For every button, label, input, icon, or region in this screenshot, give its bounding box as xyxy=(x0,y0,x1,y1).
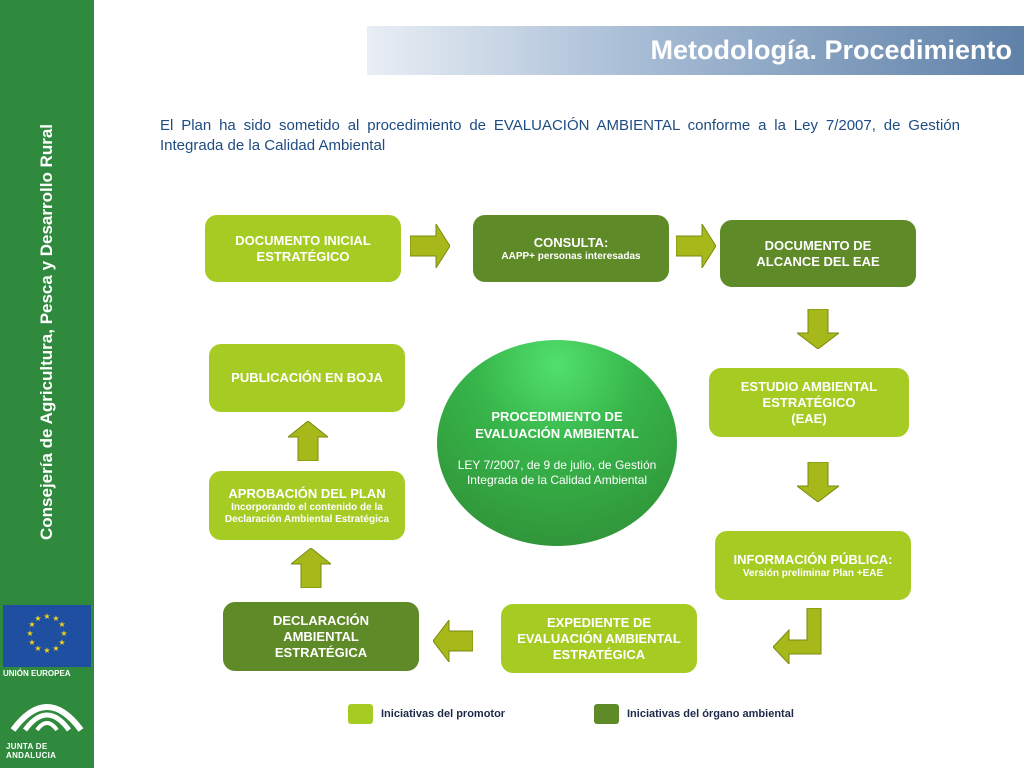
box-consulta-sub: AAPP+ personas interesadas xyxy=(501,250,641,262)
eu-flag-icon: ★ ★ ★ ★ ★ ★ ★ ★ ★ ★ ★ ★ xyxy=(3,605,91,667)
legend-label-promotor: Iniciativas del promotor xyxy=(381,708,506,720)
svg-text:★: ★ xyxy=(28,620,35,629)
box-estudio-line1: ESTUDIO AMBIENTAL xyxy=(740,378,878,394)
box-publicacion-title: PUBLICACIÓN EN BOJA xyxy=(231,370,383,385)
title-bar: Metodología. Procedimiento xyxy=(367,26,1024,75)
sidebar: Consejería de Agricultura, Pesca y Desar… xyxy=(0,0,94,768)
box-consulta-title: CONSULTA: xyxy=(533,234,609,250)
arrow-bent-left-icon xyxy=(773,608,822,664)
junta-label: JUNTA DE ANDALUCIA xyxy=(6,742,57,760)
junta-logo-icon xyxy=(5,690,89,734)
box-expediente-line2: EVALUACIÓN AMBIENTAL xyxy=(517,630,681,646)
box-aprobacion-sub1: Incorporando el contenido de la xyxy=(231,501,383,513)
box-publicacion: PUBLICACIÓN EN BOJA xyxy=(209,344,405,412)
box-declaracion-line1: DECLARACIÓN xyxy=(272,612,370,628)
box-documento-alcance-line1: DOCUMENTO DE xyxy=(764,237,872,253)
box-consulta: CONSULTA: AAPP+ personas interesadas xyxy=(473,215,669,282)
intro-paragraph: El Plan ha sido sometido al procedimient… xyxy=(160,117,960,154)
svg-text:★: ★ xyxy=(58,620,65,629)
box-documento-inicial-line2: ESTRATÉGICO xyxy=(256,248,350,264)
box-declaracion: DECLARACIÓN AMBIENTAL ESTRATÉGICA xyxy=(223,602,419,671)
arrow-up-2-icon xyxy=(288,421,328,461)
arrow-right-2-icon xyxy=(676,224,716,268)
box-aprobacion-sub2: Declaración Ambiental Estratégica xyxy=(224,513,390,525)
legend-swatch-promotor xyxy=(348,704,373,724)
box-declaracion-line2: AMBIENTAL xyxy=(283,628,359,644)
svg-text:★: ★ xyxy=(28,638,35,647)
legend-swatch-organo xyxy=(594,704,619,724)
svg-text:★: ★ xyxy=(60,629,67,638)
arrow-down-2-icon xyxy=(797,462,839,502)
arrow-right-1-icon xyxy=(410,224,450,268)
box-documento-alcance-line2: ALCANCE DEL EAE xyxy=(756,253,880,269)
svg-text:★: ★ xyxy=(26,629,33,638)
box-declaracion-line3: ESTRATÉGICA xyxy=(274,644,368,660)
svg-text:★: ★ xyxy=(52,644,59,653)
page-title: Metodología. Procedimiento xyxy=(650,35,1012,65)
center-circle-sub: LEY 7/2007, de 9 de julio, de Gestión In… xyxy=(457,458,657,487)
box-aprobacion: APROBACIÓN DEL PLAN Incorporando el cont… xyxy=(209,471,405,540)
svg-text:★: ★ xyxy=(43,612,50,621)
legend-label-organo: Iniciativas del órgano ambiental xyxy=(627,708,794,720)
box-documento-inicial-line1: DOCUMENTO INICIAL xyxy=(235,232,371,248)
box-expediente-line1: EXPEDIENTE DE xyxy=(546,614,652,630)
box-informacion-sub: Versión preliminar Plan +EAE xyxy=(742,567,884,579)
box-aprobacion-title: APROBACIÓN DEL PLAN xyxy=(228,485,386,501)
box-estudio-line2: ESTRATÉGICO xyxy=(762,394,856,410)
svg-text:★: ★ xyxy=(58,638,65,647)
box-estudio-line3: (EAE) xyxy=(791,410,827,426)
box-expediente: EXPEDIENTE DE EVALUACIÓN AMBIENTAL ESTRA… xyxy=(501,604,697,673)
arrow-up-1-icon xyxy=(291,548,331,588)
sidebar-vertical-title: Consejería de Agricultura, Pesca y Desar… xyxy=(37,123,56,541)
svg-text:★: ★ xyxy=(43,646,50,655)
eu-label: UNIÓN EUROPEA xyxy=(3,669,71,678)
box-documento-alcance: DOCUMENTO DE ALCANCE DEL EAE xyxy=(720,220,916,287)
svg-text:★: ★ xyxy=(52,614,59,623)
box-expediente-line3: ESTRATÉGICA xyxy=(552,646,646,662)
arrow-down-1-icon xyxy=(797,309,839,349)
center-circle-title-line2: EVALUACIÓN AMBIENTAL xyxy=(475,426,639,441)
svg-text:★: ★ xyxy=(34,614,41,623)
svg-text:★: ★ xyxy=(34,644,41,653)
box-informacion-publica: INFORMACIÓN PÚBLICA: Versión preliminar … xyxy=(715,531,911,600)
center-circle-title-line1: PROCEDIMIENTO DE xyxy=(491,409,623,424)
box-documento-inicial: DOCUMENTO INICIAL ESTRATÉGICO xyxy=(205,215,401,282)
box-informacion-title: INFORMACIÓN PÚBLICA: xyxy=(733,551,893,567)
arrow-left-icon xyxy=(433,620,473,662)
center-procedure-circle: PROCEDIMIENTO DE EVALUACIÓN AMBIENTAL LE… xyxy=(437,340,677,546)
box-estudio-ambiental: ESTUDIO AMBIENTAL ESTRATÉGICO (EAE) xyxy=(709,368,909,437)
center-circle-title: PROCEDIMIENTO DE EVALUACIÓN AMBIENTAL xyxy=(437,408,677,442)
